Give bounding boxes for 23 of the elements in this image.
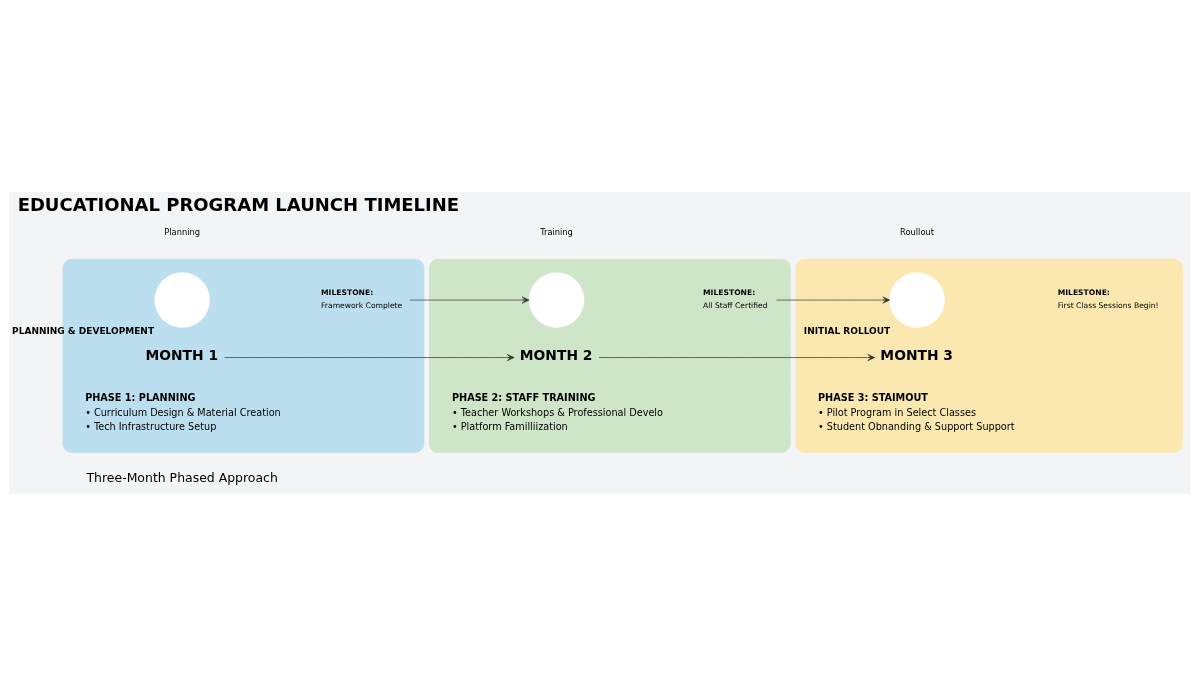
node-circle — [528, 271, 585, 328]
node-text: MONTH 2 — [519, 346, 593, 363]
node-text: PHASE 2: STAFF TRAINING • Teacher Workshops & Professional Develo • Platform Familliization — [451, 391, 663, 432]
cluster — [429, 258, 791, 453]
arrow — [598, 353, 876, 361]
node-text: PHASE 3: STAIMOUT • Pilot Program in Select Classes • Student Obnanding & Support Support — [818, 391, 1015, 432]
legend-label: Planning — [164, 226, 201, 237]
arrow — [776, 296, 891, 303]
node-text: MONTH 1 — [145, 346, 219, 363]
diagram-title: EDUCATIONAL PROGRAM LAUNCH TIMELINE — [17, 193, 460, 215]
node-text: MONTH 3 — [880, 346, 953, 363]
cluster — [62, 258, 425, 453]
arrow — [224, 353, 515, 361]
node-circle — [154, 271, 210, 328]
arrow — [409, 296, 530, 303]
node-label: PLANNING & DEVELOPMENT — [12, 325, 155, 336]
node-label: INITIAL ROLLOUT — [803, 325, 891, 336]
cluster — [795, 258, 1183, 453]
label: Three-Month Phased Approach — [86, 469, 278, 485]
legend-label: Training — [540, 226, 573, 237]
legend-label: Roullout — [900, 226, 935, 237]
node-text: PHASE 1: PLANNING • Curriculum Design & Material Creation • Tech Infrastructure Setup — [85, 391, 281, 432]
node-circle — [889, 271, 945, 328]
